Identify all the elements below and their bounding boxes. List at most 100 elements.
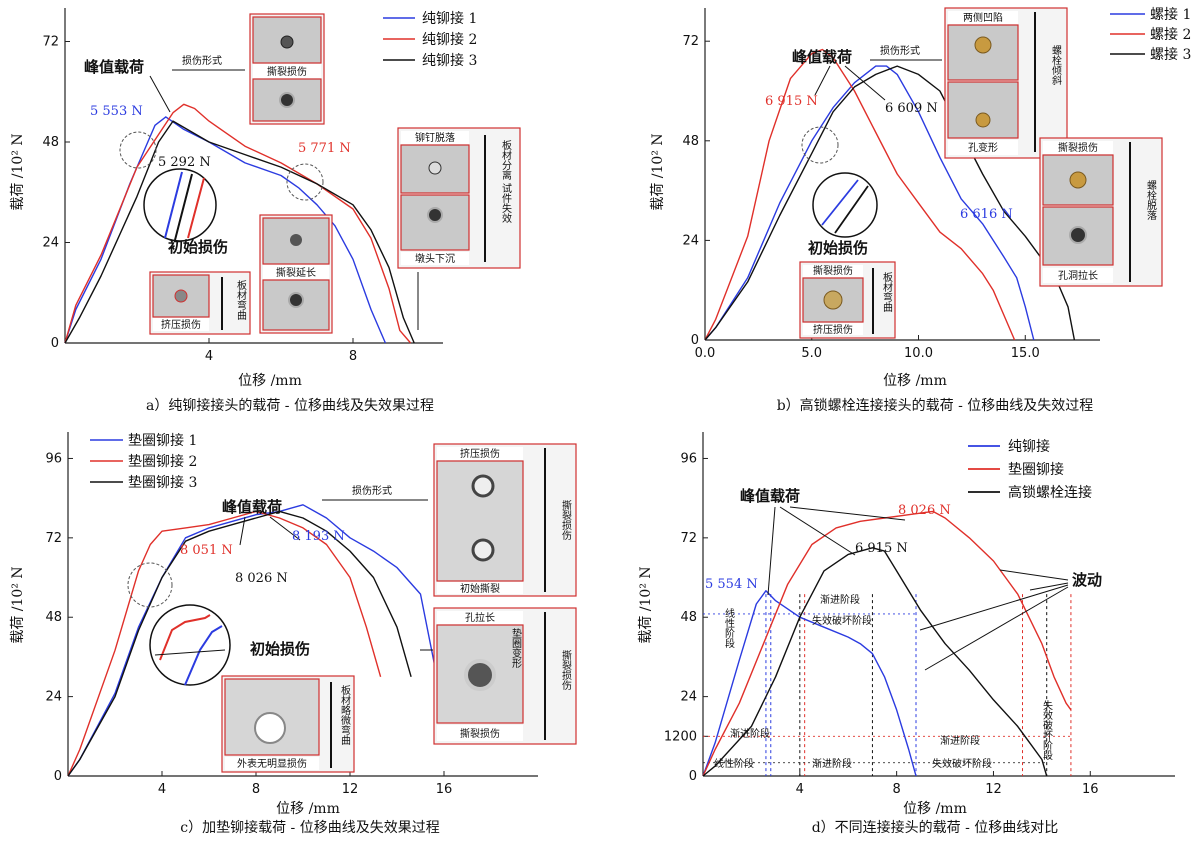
x-tick-label: 12	[342, 782, 359, 797]
panel-b-y-label: 载荷 /10² N	[650, 133, 666, 210]
panel-d-value-3: 6 915 N	[855, 541, 908, 556]
photo-label-bg	[437, 611, 523, 624]
x-tick-label: 16	[1082, 782, 1099, 797]
panel-b-value-2: 6 609 N	[885, 101, 938, 116]
stage-progressive-right: 渐进阶段	[940, 734, 980, 747]
side-label: 板材弯曲	[881, 271, 893, 312]
photo-label-bg	[401, 252, 469, 265]
photo-label-bg	[401, 131, 469, 144]
photo-washer	[471, 474, 495, 498]
stage-failure-right: 失效破坏阶段	[1041, 699, 1053, 761]
panel-b-x-label: 位移 /mm	[883, 373, 947, 389]
panel-c-peak-pointer-2	[269, 516, 301, 541]
panel-a-curves	[64, 103, 415, 344]
panel-a-damage-form-label: 损伤形式	[182, 54, 222, 67]
panel-c-caption: c）加垫铆接载荷 - 位移曲线及失效果过程	[180, 819, 439, 836]
legend-label-d1: 纯铆接	[1008, 438, 1050, 455]
y-tick-label: 0	[689, 769, 697, 784]
photo-hole	[288, 292, 304, 308]
x-tick-label: 15.0	[1011, 346, 1040, 361]
photo-label-bg	[153, 318, 209, 331]
legend-label-b3: 螺接 3	[1150, 46, 1191, 63]
side-label: 螺栓脱落	[1145, 180, 1157, 221]
photo-label-bg	[948, 11, 1018, 24]
photo-label-bg	[263, 265, 329, 279]
panel-a-zoom-circle-right	[286, 163, 324, 201]
panel-d-curves	[702, 510, 1072, 777]
x-tick-label: 12	[985, 782, 1002, 797]
panel-c-zoom-circle-large	[149, 604, 231, 686]
legend-label-c2: 垫圈铆接 2	[128, 453, 197, 470]
panel-c-photo-intact: 外表无明显损伤 板材略微弯曲	[221, 675, 355, 773]
panel-b-peak-label: 峰值载荷	[792, 48, 852, 66]
y-tick-label: 48	[42, 135, 59, 150]
series-line-2	[702, 510, 1072, 777]
panel-d-x-label: 位移 /mm	[903, 801, 967, 817]
panel-c-damage-form-label: 损伤形式	[352, 484, 392, 497]
legend-label-c1: 垫圈铆接 1	[128, 432, 197, 449]
panel-a-y-label: 载荷 /10² N	[10, 133, 26, 210]
photo-label: 撕裂损伤	[1058, 141, 1098, 154]
fluct-pointer-3	[919, 584, 1069, 631]
photo-label: 孔洞拉长	[1058, 269, 1098, 282]
y-tick-label: 24	[42, 236, 59, 251]
panel-d-peak-pointer-2	[779, 506, 856, 556]
panel-b-caption: b）高锁螺栓连接接头的载荷 - 位移曲线及失效过程	[777, 397, 1094, 414]
panel-a-photo-rivet-off: 铆钉脱落 墩头下沉 板材分离 试件失效	[397, 127, 521, 330]
y-tick-label: 72	[42, 35, 59, 50]
panel-b-initial-damage-label: 初始损伤	[808, 239, 868, 257]
panel-d-peak-pointer-3	[789, 506, 906, 521]
panel-a-value-1: 5 553 N	[90, 104, 143, 119]
side-label: 垫圈变形	[510, 627, 522, 669]
side-label: 撕裂损伤	[560, 499, 572, 540]
panel-b-peak-pointer-2	[844, 65, 886, 101]
photo-bolt	[823, 290, 843, 310]
series-line-2	[64, 103, 412, 344]
panel-c-legend: 垫圈铆接 1 垫圈铆接 2 垫圈铆接 3	[90, 432, 197, 491]
x-tick-label: 8	[893, 782, 901, 797]
photo-hole	[174, 289, 188, 303]
photo-hole	[280, 35, 294, 49]
photo-image	[947, 81, 1019, 139]
panel-d-peak-label: 峰值载荷	[740, 487, 800, 505]
x-tick-label: 5.0	[801, 346, 822, 361]
photo-label: 撕裂损伤	[267, 65, 307, 78]
panel-a-photo-squeeze: 挤压损伤 板材弯曲	[149, 271, 251, 335]
photo-label: 挤压损伤	[460, 447, 500, 460]
panel-d-legend: 纯铆接 垫圈铆接 高锁螺栓连接	[968, 438, 1092, 501]
side-label: 板材弯曲	[235, 279, 247, 320]
stage-failure-top: 失效破坏阶段	[812, 614, 872, 627]
fluct-pointer-4	[924, 586, 1069, 671]
y-tick-label: 48	[45, 610, 62, 625]
side-label: 撕裂损伤	[560, 649, 572, 690]
photo-hole	[428, 161, 442, 175]
x-tick-label: 16	[436, 782, 453, 797]
photo-label-bg	[803, 265, 863, 277]
panel-d-caption: d）不同连接接头的载荷 - 位移曲线对比	[812, 819, 1059, 836]
x-tick-label: 8	[349, 349, 357, 364]
y-tick-label: 96	[680, 451, 697, 466]
photo-label-bg	[948, 140, 1018, 155]
x-tick-label: 4	[158, 782, 166, 797]
y-tick-label: 48	[682, 134, 699, 149]
y-tick-label: 72	[45, 531, 62, 546]
panel-c-zoom-circle-small	[127, 562, 173, 608]
zoom-c-blue	[184, 625, 223, 686]
photo-label-bg	[437, 447, 523, 460]
panel-a-value-2: 5 292 N	[158, 155, 211, 170]
photo-bolt	[975, 112, 991, 128]
y-tick-label: 96	[45, 451, 62, 466]
series-line-3	[702, 547, 1048, 777]
stage-linear-vertical: 线性阶段	[723, 607, 735, 649]
photo-hole	[1069, 226, 1087, 244]
y-tick-label: 72	[682, 34, 699, 49]
photo-image	[262, 217, 330, 265]
photo-label-bg	[225, 757, 319, 770]
panel-a-caption: a）纯铆接接头的载荷 - 位移曲线及失效果过程	[146, 397, 434, 414]
stage-linear-bottom: 线性阶段	[714, 757, 754, 770]
photo-label: 撕裂损伤	[813, 264, 853, 277]
